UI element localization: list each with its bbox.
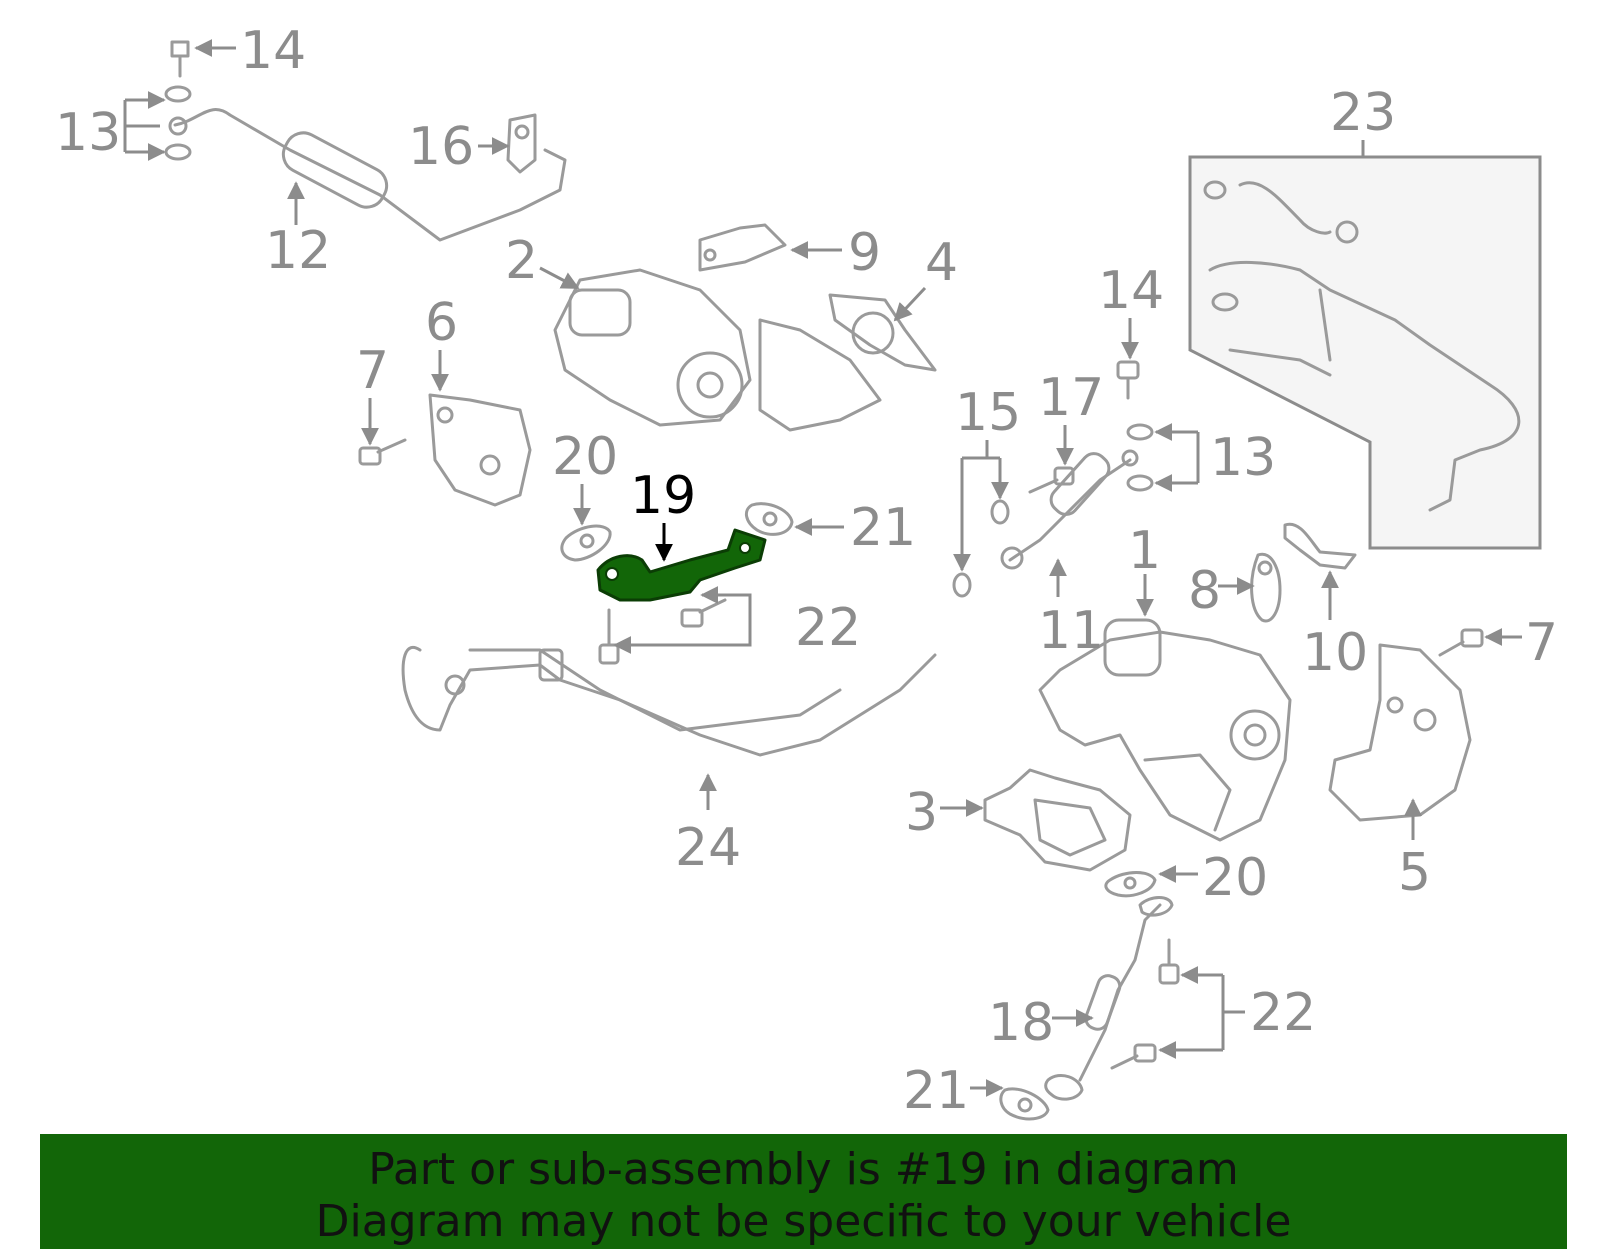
part-5-heat-shield: [1328, 643, 1472, 822]
part-12-pipe: [168, 108, 567, 242]
banner-line-2: Diagram may not be specific to your vehi…: [315, 1196, 1292, 1247]
part-13-seals-upper: [164, 85, 192, 161]
part-7-bolt-right: [1438, 628, 1484, 657]
callout-14-right: 14: [1098, 261, 1164, 321]
part-2-turbo: [553, 268, 882, 432]
part-24-hoses: [401, 646, 937, 757]
callout-7-right: 7: [1525, 613, 1558, 673]
part-20-gasket-lower: [1104, 871, 1157, 898]
callout-9: 9: [848, 223, 881, 283]
callout-13-upper: 13: [55, 103, 121, 163]
callout-10: 10: [1302, 623, 1368, 683]
callout-5: 5: [1398, 843, 1431, 903]
callout-12: 12: [265, 221, 331, 281]
part-15-seals: [952, 499, 1010, 598]
callout-20-upper: 20: [552, 427, 618, 487]
callout-16: 16: [408, 117, 474, 177]
callout-20-lower: 20: [1202, 848, 1268, 908]
part-22-bolts-lower: [1110, 938, 1180, 1070]
part-19-highlighted: [596, 528, 767, 602]
parts-diagram: 14 13 12 16 2 9 4 6 7 20 19 21 22 24 15 …: [55, 21, 1558, 1121]
callout-22-lower: 22: [1250, 983, 1316, 1043]
callout-17: 17: [1038, 368, 1104, 428]
callout-6: 6: [425, 293, 458, 353]
part-7-bolt-left: [358, 438, 407, 466]
callout-14-upper: 14: [240, 21, 306, 81]
part-11-pipe: [1000, 449, 1139, 570]
callout-13-right: 13: [1210, 428, 1276, 488]
callout-8: 8: [1188, 561, 1221, 621]
callout-4: 4: [925, 233, 958, 293]
leader-lines: [123, 39, 1522, 1097]
part-9-bracket: [698, 223, 787, 272]
callout-15: 15: [955, 383, 1021, 443]
part-21-gasket-lower: [999, 1087, 1050, 1121]
callout-21-lower: 21: [903, 1061, 969, 1121]
part-21-gasket-upper: [744, 502, 794, 536]
callout-7-left: 7: [356, 341, 389, 401]
callout-11: 11: [1038, 601, 1104, 661]
callout-22-upper: 22: [795, 598, 861, 658]
part-22-bolts-upper: [598, 598, 727, 665]
part-4-gasket: [828, 293, 937, 372]
callout-19: 19: [630, 466, 696, 526]
part-10-bracket: [1283, 522, 1357, 570]
banner-line-1: Part or sub-assembly is #19 in diagram: [368, 1144, 1239, 1195]
part-6-heat-shield: [428, 393, 532, 507]
part-14-bolt-upper: [170, 40, 190, 78]
callout-1: 1: [1128, 521, 1161, 581]
part-20-gasket-upper: [560, 524, 612, 562]
part-16-bracket: [506, 113, 537, 174]
part-3-gasket: [983, 768, 1132, 872]
callout-3: 3: [905, 783, 938, 843]
info-banner: Part or sub-assembly is #19 in diagram D…: [40, 1134, 1567, 1249]
part-23-kit-box: [1188, 155, 1542, 550]
part-8-bracket: [1250, 552, 1282, 623]
callout-18: 18: [988, 993, 1054, 1053]
callout-24: 24: [675, 818, 741, 878]
part-17-bolt: [1028, 466, 1075, 494]
part-14-bolt-right: [1116, 360, 1140, 400]
callout-23: 23: [1330, 83, 1396, 143]
callout-21-upper: 21: [850, 498, 916, 558]
part-1-turbo: [1038, 618, 1292, 842]
callout-2: 2: [505, 231, 538, 291]
part-13-seals-right: [1126, 423, 1154, 492]
part-18-pipe: [1044, 896, 1174, 1101]
